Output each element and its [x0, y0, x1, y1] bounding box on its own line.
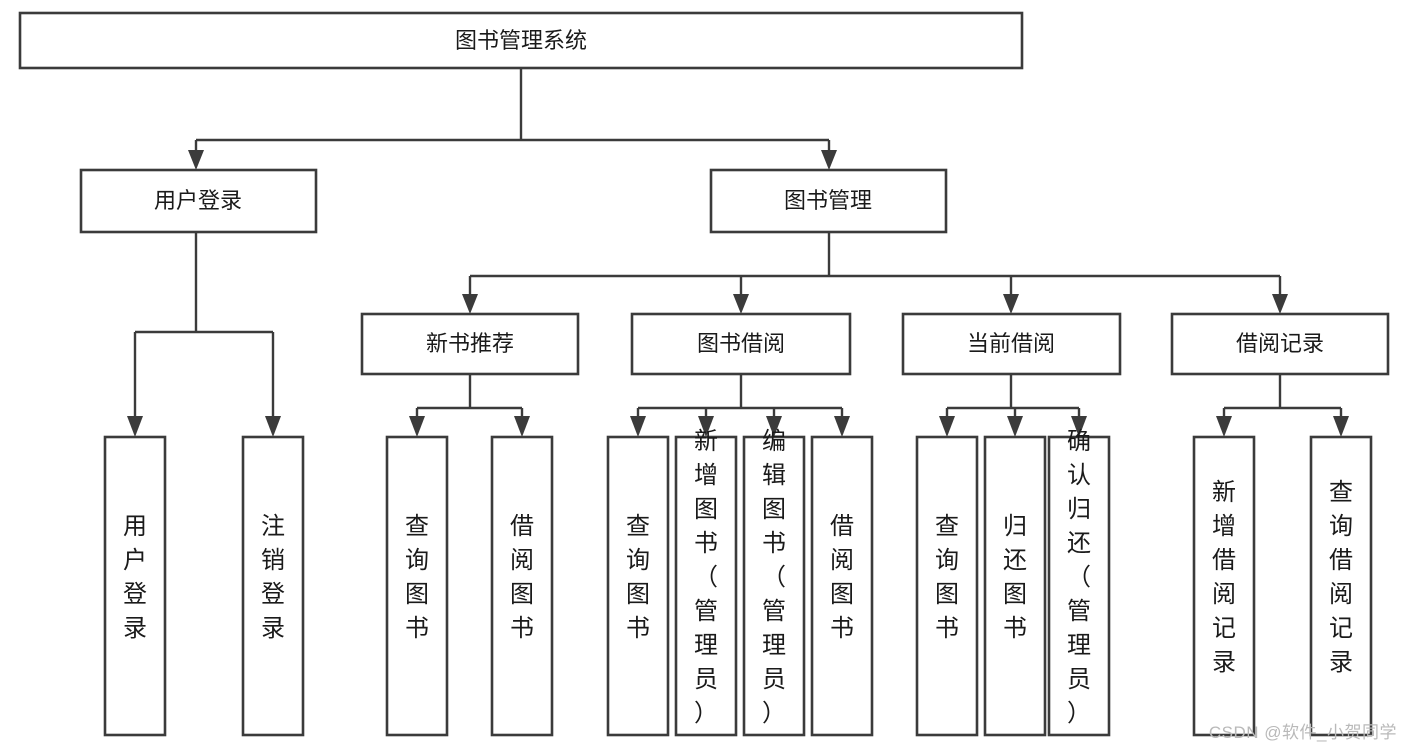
leaf-query-book-3-label: 查询图书 — [935, 513, 959, 642]
leaf-borrow-book-2-box[interactable] — [810, 435, 874, 737]
leaf-node-leaf-query-borrow-record[interactable]: 查询借阅记录 — [1309, 435, 1373, 737]
arrow-head-book-manage — [821, 150, 837, 170]
borrow-record-label: 借阅记录 — [1236, 331, 1324, 356]
leaf-node-leaf-borrow-book-1[interactable]: 借阅图书 — [490, 435, 554, 737]
leaf-edit-book-admin-box[interactable] — [742, 435, 806, 737]
leaf-query-borrow-record-box[interactable] — [1309, 435, 1373, 737]
arrow-head-leaf-query-book-1 — [409, 416, 425, 437]
arrow-head-book-borrow — [733, 294, 749, 314]
root-box[interactable] — [18, 11, 1024, 70]
leaf-layer: 用户登录 注销登录 查询图书 借阅图书 查询图书 新增图书（管理员） 编辑图书（… — [103, 428, 1373, 737]
leaf-logout-login-box[interactable] — [241, 435, 305, 737]
book-manage-box[interactable] — [709, 168, 948, 234]
leaf-return-book-box[interactable] — [983, 435, 1047, 737]
leaf-query-book-1-label: 查询图书 — [405, 513, 429, 642]
leaf-user-login-box[interactable] — [103, 435, 167, 737]
arrow-head-leaf-query-book-2 — [630, 416, 646, 437]
leaf-query-book-2-box[interactable] — [606, 435, 670, 737]
leaf-add-borrow-record-label: 新增借阅记录 — [1212, 479, 1236, 676]
leaf-node-leaf-borrow-book-2[interactable]: 借阅图书 — [810, 435, 874, 737]
leaf-confirm-return-admin-box[interactable] — [1047, 435, 1111, 737]
book-borrow-label: 图书借阅 — [697, 331, 785, 356]
arrow-head-leaf-confirm-return-admin — [1071, 416, 1087, 437]
arrow-head-leaf-add-book-admin — [698, 416, 714, 437]
leaf-node-leaf-query-book-2[interactable]: 查询图书 — [606, 435, 670, 737]
borrow-record-box[interactable] — [1170, 312, 1390, 376]
book-borrow-box[interactable] — [630, 312, 852, 376]
leaf-logout-login-label: 注销登录 — [261, 513, 285, 642]
arrow-head-leaf-borrow-book-2 — [834, 416, 850, 437]
leaf-edit-book-admin-label: 编辑图书（管理员） — [762, 428, 786, 727]
leaf-query-book-1-box[interactable] — [385, 435, 449, 737]
node-book-borrow[interactable]: 图书借阅 — [630, 312, 852, 376]
node-current-borrow[interactable]: 当前借阅 — [901, 312, 1122, 376]
book-manage-label: 图书管理 — [784, 188, 872, 213]
edge-layer — [127, 68, 1349, 437]
node-book-manage[interactable]: 图书管理 — [709, 168, 948, 234]
new-book-recommend-label: 新书推荐 — [426, 331, 514, 356]
leaf-node-leaf-confirm-return-admin[interactable]: 确认归还（管理员） — [1047, 428, 1111, 737]
arrow-head-leaf-edit-book-admin — [766, 416, 782, 437]
arrow-head-leaf-logout-login — [265, 416, 281, 437]
current-borrow-box[interactable] — [901, 312, 1122, 376]
leaf-node-leaf-return-book[interactable]: 归还图书 — [983, 435, 1047, 737]
arrow-head-leaf-user-login — [127, 416, 143, 437]
leaf-add-book-admin-box[interactable] — [674, 435, 738, 737]
arrow-head-leaf-borrow-book-1 — [514, 416, 530, 437]
user-login-box[interactable] — [79, 168, 318, 234]
csdn-watermark: CSDN @软件_小贺同学 — [1208, 723, 1397, 742]
arrow-head-leaf-query-borrow-record — [1333, 416, 1349, 437]
leaf-query-book-3-box[interactable] — [915, 435, 979, 737]
node-user-login[interactable]: 用户登录 — [79, 168, 318, 234]
leaf-return-book-label: 归还图书 — [1003, 513, 1027, 642]
leaf-node-leaf-user-login[interactable]: 用户登录 — [103, 435, 167, 737]
leaf-node-leaf-query-book-1[interactable]: 查询图书 — [385, 435, 449, 737]
leaf-add-book-admin-label: 新增图书（管理员） — [694, 428, 718, 727]
leaf-user-login-label: 用户登录 — [123, 513, 147, 642]
leaf-node-leaf-logout-login[interactable]: 注销登录 — [241, 435, 305, 737]
leaf-borrow-book-2-label: 借阅图书 — [830, 513, 854, 642]
leaf-node-leaf-add-borrow-record[interactable]: 新增借阅记录 — [1192, 435, 1256, 737]
leaf-query-book-2-label: 查询图书 — [626, 513, 650, 642]
user-login-label: 用户登录 — [154, 188, 242, 213]
root-label: 图书管理系统 — [455, 28, 587, 53]
current-borrow-label: 当前借阅 — [967, 331, 1055, 356]
leaf-query-borrow-record-label: 查询借阅记录 — [1329, 479, 1353, 676]
leaf-node-leaf-edit-book-admin[interactable]: 编辑图书（管理员） — [742, 428, 806, 737]
leaf-node-leaf-query-book-3[interactable]: 查询图书 — [915, 435, 979, 737]
leaf-confirm-return-admin-label: 确认归还（管理员） — [1067, 428, 1091, 727]
node-root[interactable]: 图书管理系统 — [18, 11, 1024, 70]
leaf-borrow-book-1-label: 借阅图书 — [510, 513, 534, 642]
new-book-recommend-box[interactable] — [360, 312, 580, 376]
arrow-head-new-book-recommend — [462, 294, 478, 314]
leaf-node-leaf-add-book-admin[interactable]: 新增图书（管理员） — [674, 428, 738, 737]
arrow-head-borrow-record — [1272, 294, 1288, 314]
leaf-add-borrow-record-box[interactable] — [1192, 435, 1256, 737]
arrow-head-leaf-query-book-3 — [939, 416, 955, 437]
arrow-head-current-borrow — [1003, 294, 1019, 314]
arrow-head-leaf-add-borrow-record — [1216, 416, 1232, 437]
node-new-book-recommend[interactable]: 新书推荐 — [360, 312, 580, 376]
leaf-borrow-book-1-box[interactable] — [490, 435, 554, 737]
arrow-head-leaf-return-book — [1007, 416, 1023, 437]
node-borrow-record[interactable]: 借阅记录 — [1170, 312, 1390, 376]
arrow-head-user-login — [188, 150, 204, 170]
